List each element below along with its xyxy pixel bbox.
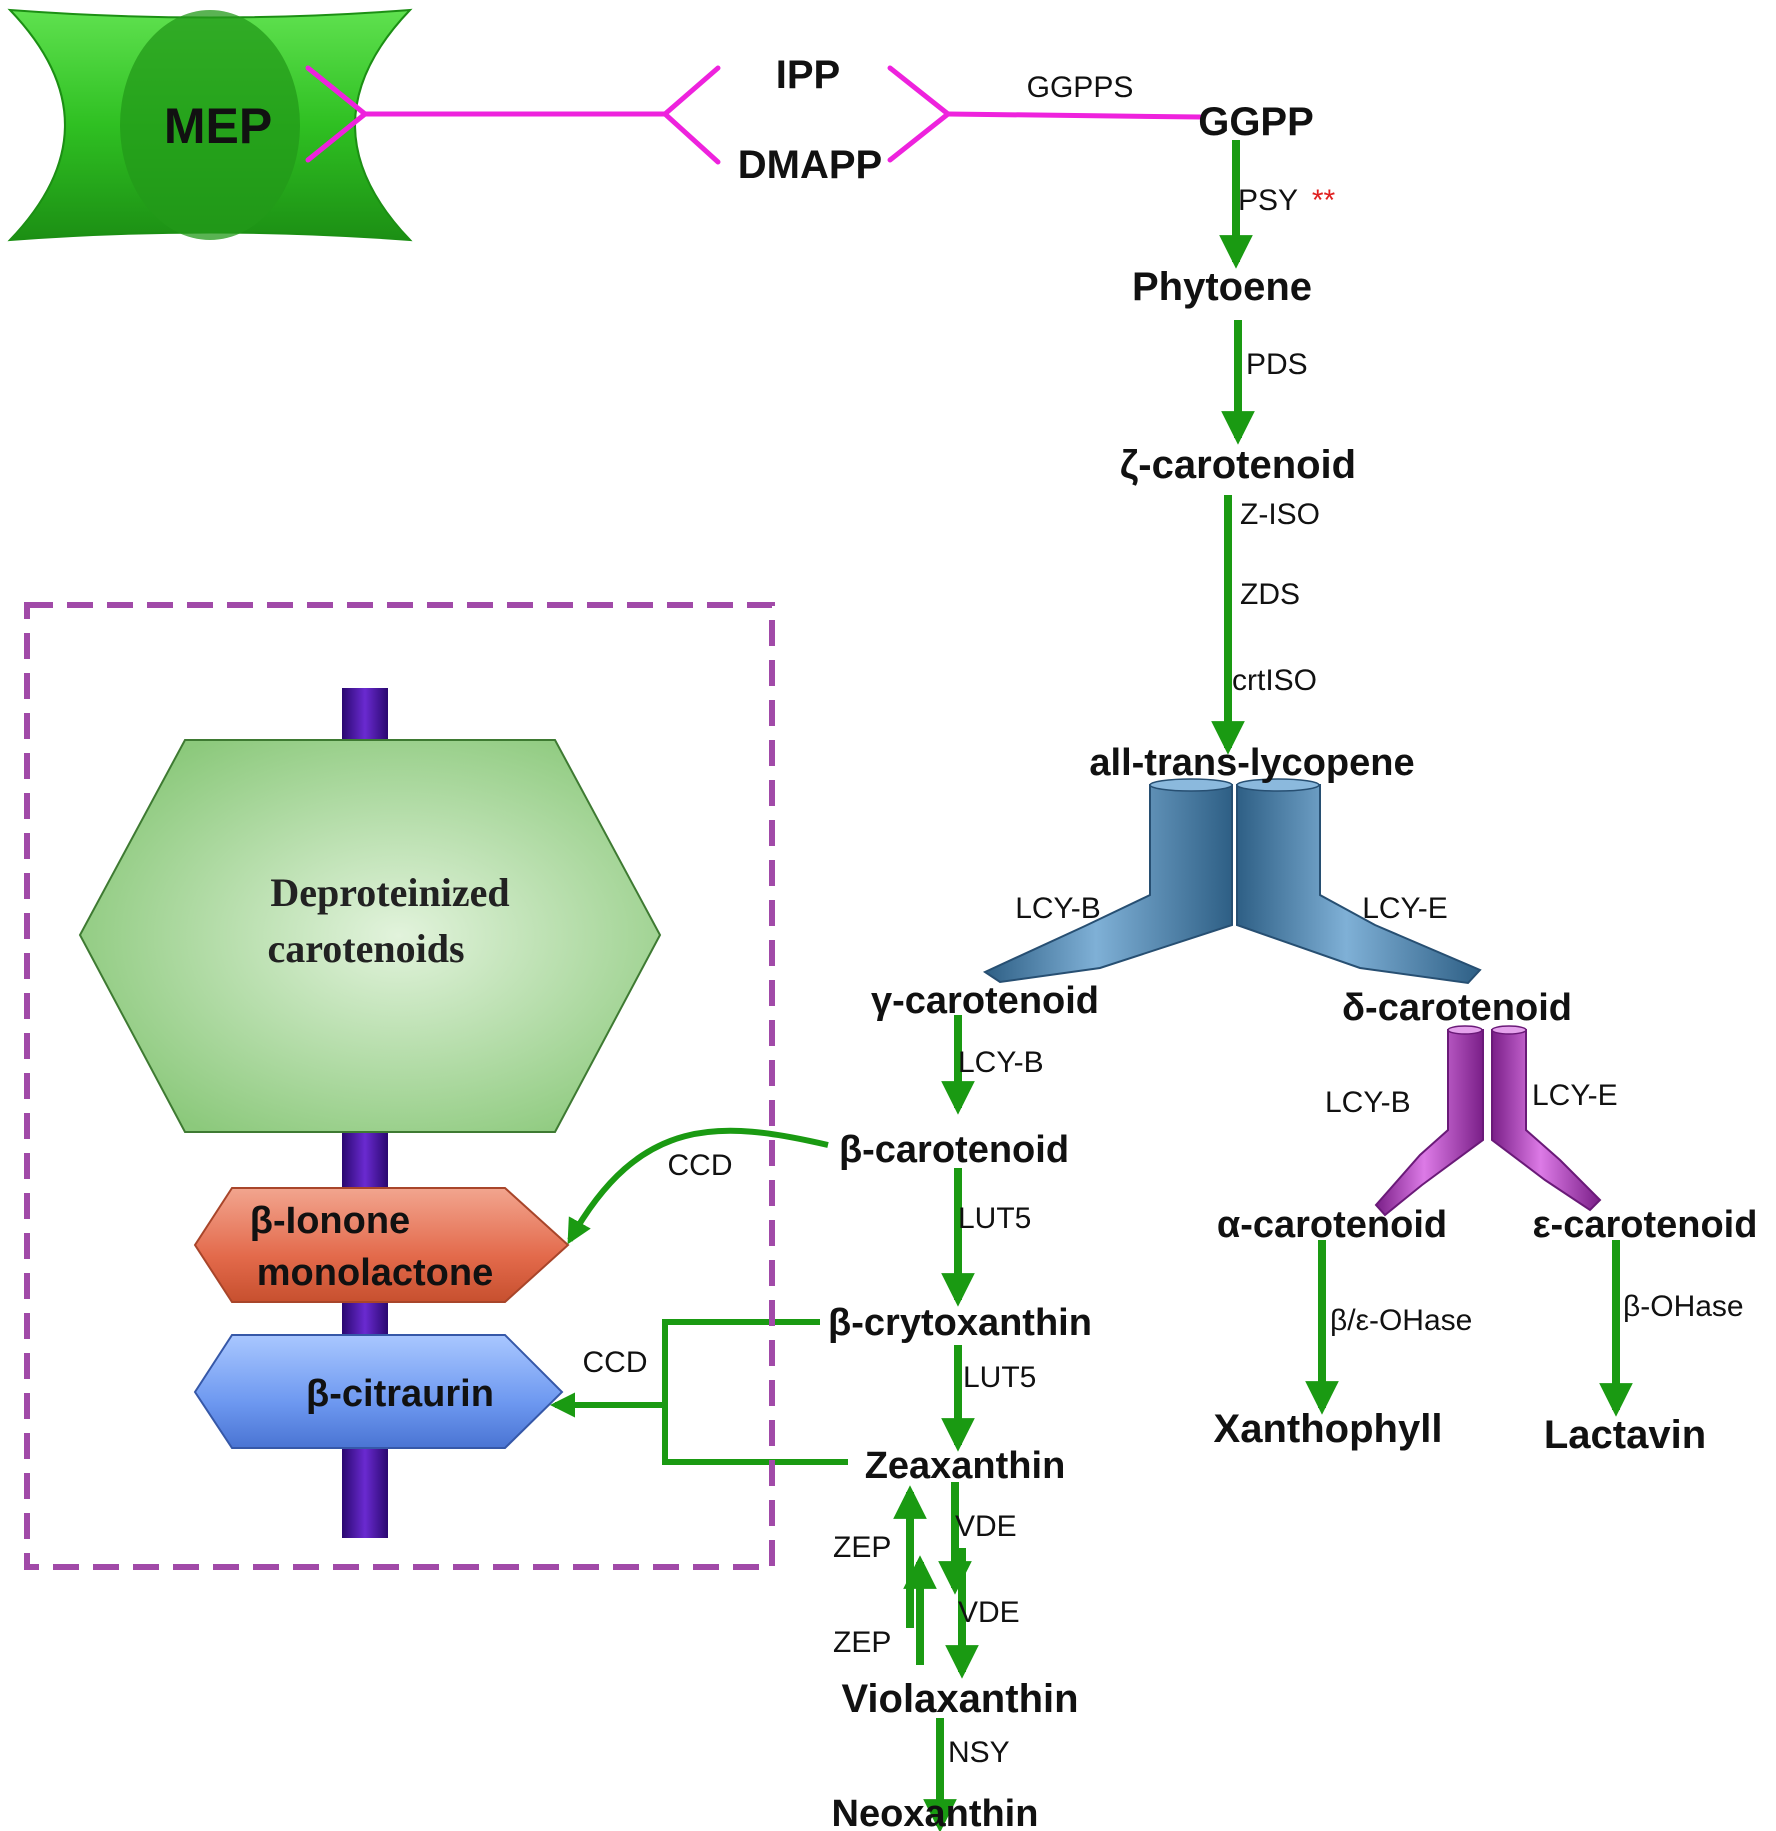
zeta-carotenoid-label: ζ-carotenoid xyxy=(1120,443,1356,487)
ccd-label-a: CCD xyxy=(668,1149,733,1182)
vde-label-b: VDE xyxy=(958,1596,1020,1629)
lcy-b-delta-label: LCY-B xyxy=(1325,1086,1411,1119)
lut5-label-a: LUT5 xyxy=(958,1202,1031,1235)
delta-carotenoid-label: δ-carotenoid xyxy=(1342,987,1572,1029)
deproteinized-carotenoids-shape xyxy=(78,739,662,1133)
zds-label: ZDS xyxy=(1240,578,1300,611)
pds-label: PDS xyxy=(1246,348,1308,381)
deproteinized-label-line2: carotenoids xyxy=(267,926,464,971)
epsilon-carotenoid-label: ε-carotenoid xyxy=(1533,1204,1758,1246)
alpha-carotenoid-label: α-carotenoid xyxy=(1217,1204,1447,1246)
zep-label-a: ZEP xyxy=(833,1531,891,1564)
ccd-arrows xyxy=(549,1127,848,1465)
psy-significance-mark: ** xyxy=(1312,184,1336,217)
gamma-carotenoid-label: γ-carotenoid xyxy=(871,980,1099,1022)
lut5-label-b: LUT5 xyxy=(963,1361,1036,1394)
ggpp-label: GGPP xyxy=(1198,100,1314,144)
zep-label-b: ZEP xyxy=(833,1626,891,1659)
psy-label: PSY ** xyxy=(1238,184,1336,217)
nsy-label: NSY xyxy=(948,1736,1010,1769)
neoxanthin-label: Neoxanthin xyxy=(832,1793,1039,1831)
beta-crytoxanthin-label: β-crytoxanthin xyxy=(828,1302,1092,1344)
mep-pathway-line xyxy=(305,65,1203,165)
lcy-e-delta-label: LCY-E xyxy=(1532,1079,1618,1112)
ccd-label-b: CCD xyxy=(583,1346,648,1379)
bracket-crytoxanthin-zeaxanthin xyxy=(662,1319,848,1465)
violaxanthin-label: Violaxanthin xyxy=(841,1677,1078,1721)
vde-label-a: VDE xyxy=(955,1510,1017,1543)
lcy-block xyxy=(982,778,1482,985)
beta-carotenoid-label: β-carotenoid xyxy=(839,1129,1069,1171)
zeaxanthin-label: Zeaxanthin xyxy=(865,1445,1066,1487)
lcy-e-top-label: LCY-E xyxy=(1362,892,1448,925)
ggpps-label: GGPPS xyxy=(1027,71,1134,104)
beta-ionone-label-line2: monolactone xyxy=(257,1252,493,1294)
crtiso-label: crtISO xyxy=(1232,664,1317,697)
arrow-beta-ionone xyxy=(567,1127,829,1245)
phytoene-label: Phytoene xyxy=(1132,265,1312,309)
dmapp-label: DMAPP xyxy=(738,143,882,187)
inset-box xyxy=(24,602,775,1570)
delta-lcy-block xyxy=(1374,1025,1602,1217)
ipp-label: IPP xyxy=(776,53,840,97)
lactavin-label: Lactavin xyxy=(1544,1413,1706,1457)
beta-ionone-label-line1: β-Ionone xyxy=(250,1200,410,1242)
beta-eps-ohase-label: β/ε-OHase xyxy=(1330,1304,1472,1337)
lcy-b-top-label: LCY-B xyxy=(1015,892,1101,925)
beta-citraurin-shape xyxy=(193,1334,564,1449)
xanthophyll-label: Xanthophyll xyxy=(1214,1407,1443,1451)
deproteinized-label-line1: Deproteinized xyxy=(270,870,509,915)
pathway-arrows xyxy=(893,140,1633,1831)
lcy-b-gamma-label: LCY-B xyxy=(958,1046,1044,1079)
mep-label: MEP xyxy=(164,98,272,154)
z-iso-label: Z-ISO xyxy=(1240,498,1320,531)
beta-ionone-shape xyxy=(193,1187,570,1303)
beta-ohase-label: β-OHase xyxy=(1623,1290,1744,1323)
beta-citraurin-label: β-citraurin xyxy=(306,1373,494,1415)
all-trans-lycopene-label: all-trans-lycopene xyxy=(1089,742,1414,784)
